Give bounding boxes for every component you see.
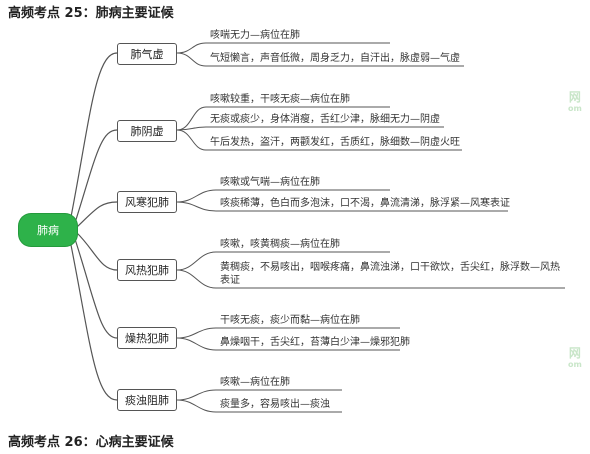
branch-wind-cold: 风寒犯肺 bbox=[117, 191, 177, 213]
connector-root-zrfb bbox=[73, 235, 118, 339]
branch-wind-heat: 风热犯肺 bbox=[117, 259, 177, 281]
leaf-fyx-2: 无痰或痰少，身体消瘦，舌红少津，脉细无力—阴虚 bbox=[210, 114, 440, 125]
connector-root-fhfb bbox=[75, 201, 118, 229]
watermark-top-sub: om bbox=[568, 104, 582, 113]
connector-frfb-2 bbox=[176, 269, 565, 289]
section-heading-26: 高频考点 26：心病主要证候 bbox=[8, 435, 174, 450]
leaf-connectors bbox=[176, 42, 565, 413]
watermark-bottom-main: 网 bbox=[568, 346, 581, 360]
connector-root-fyx bbox=[73, 129, 118, 227]
leaf-fyx-1: 咳嗽较重，干咳无痰—病位在肺 bbox=[210, 94, 350, 105]
connector-frfb-1 bbox=[176, 251, 390, 271]
root-node-lung-disease: 肺病 bbox=[19, 214, 77, 246]
connector-root-fqx bbox=[69, 52, 118, 223]
leaf-zrfb-2: 鼻燥咽干，舌尖红，苔薄白少津—燥邪犯肺 bbox=[220, 337, 410, 348]
leaf-tzzf-2: 痰量多，容易咳出—痰浊 bbox=[220, 399, 330, 410]
connector-zrfb-2 bbox=[176, 337, 400, 351]
leaf-fyx-3: 午后发热，盗汗，两颧发红，舌质红，脉细数—阴虚火旺 bbox=[210, 137, 460, 148]
branch-lung-qi-deficiency: 肺气虚 bbox=[117, 43, 177, 65]
leaf-fqx-1: 咳喘无力—病位在肺 bbox=[210, 30, 300, 41]
root-connectors bbox=[69, 52, 118, 401]
branch-dryness-heat: 燥热犯肺 bbox=[117, 327, 177, 349]
watermark-bottom-sub: om bbox=[568, 360, 582, 369]
connector-fqx-2 bbox=[176, 52, 464, 67]
watermark-bottom: 网 om bbox=[568, 346, 582, 370]
watermark-top: 网 om bbox=[568, 90, 582, 114]
connector-zrfb-1 bbox=[176, 327, 400, 339]
connector-fyx-2 bbox=[176, 126, 444, 131]
connector-tzzf-1 bbox=[176, 389, 342, 401]
section-heading-25: 高频考点 25：肺病主要证候 bbox=[8, 6, 174, 21]
connector-tzzf-2 bbox=[176, 399, 342, 413]
connector-fyx-3 bbox=[176, 129, 462, 151]
leaf-fhfb-2: 咳痰稀薄，色白而多泡沫，口不渴，鼻流清涕，脉浮紧—风寒表证 bbox=[220, 198, 510, 209]
branch-lung-yin-deficiency: 肺阴虚 bbox=[117, 120, 177, 142]
connector-fqx-1 bbox=[176, 42, 390, 54]
watermark-top-main: 网 bbox=[568, 90, 581, 104]
connector-root-tzzf bbox=[69, 239, 118, 401]
leaf-zrfb-1: 干咳无痰，痰少而黏—病位在肺 bbox=[220, 315, 360, 326]
connector-fyx-1 bbox=[176, 106, 390, 131]
connector-fhfb-2 bbox=[176, 201, 508, 212]
leaf-frfb-1: 咳嗽，咳黄稠痰—病位在肺 bbox=[220, 239, 340, 250]
connector-fhfb-1 bbox=[176, 189, 390, 203]
connector-root-frfb bbox=[75, 231, 118, 271]
leaf-fqx-2: 气短懒言，声音低微，周身乏力，自汗出，脉虚弱—气虚 bbox=[210, 53, 460, 64]
leaf-frfb-2: 黄稠痰，不易咳出，咽喉疼痛，鼻流浊涕，口干欲饮，舌尖红，脉浮数—风热表证 bbox=[220, 262, 560, 286]
leaf-tzzf-1: 咳嗽—病位在肺 bbox=[220, 377, 290, 388]
branch-phlegm-turbidity: 痰浊阻肺 bbox=[117, 389, 177, 411]
leaf-fhfb-1: 咳嗽或气喘—病位在肺 bbox=[220, 177, 320, 188]
